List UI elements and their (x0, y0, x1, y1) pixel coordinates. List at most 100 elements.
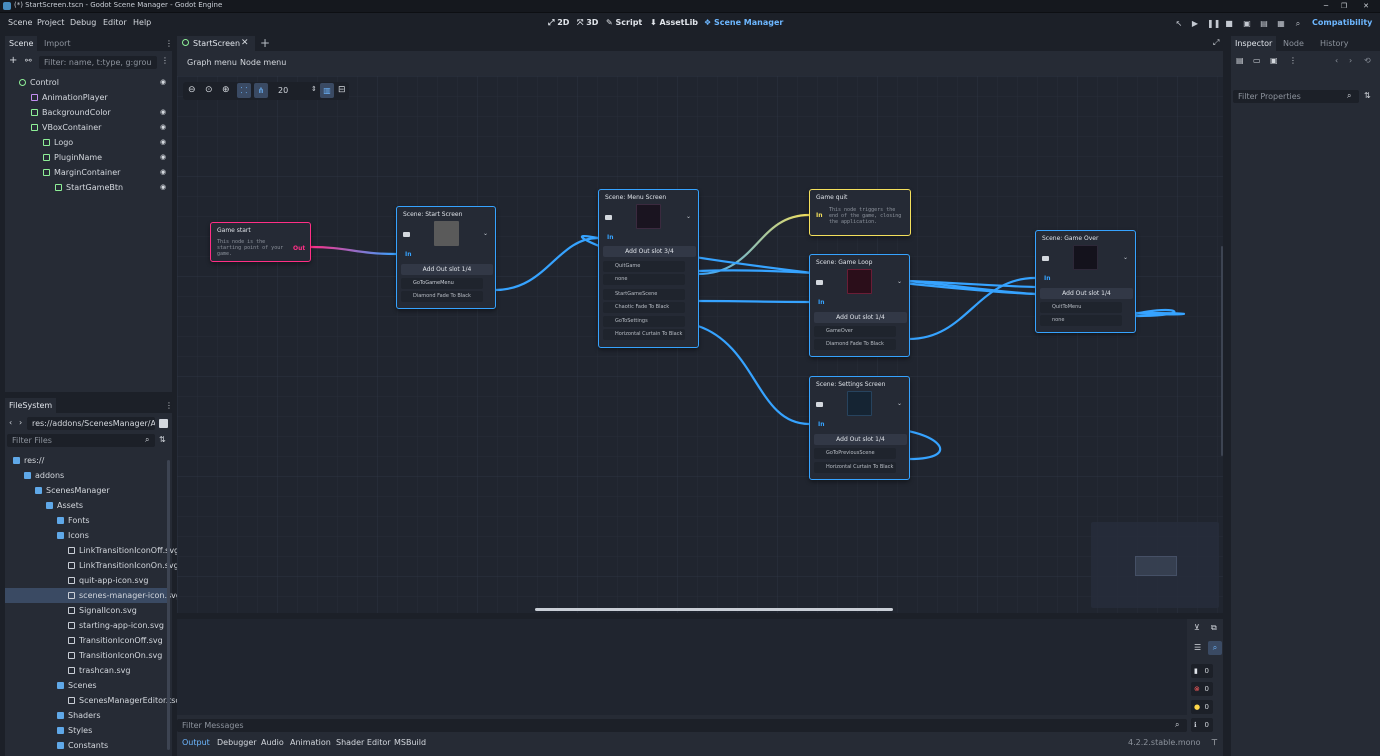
transition-select[interactable]: Chaotic Fade To Black (603, 302, 685, 313)
folder-item[interactable]: ScenesManager (5, 483, 167, 498)
object-history-icon[interactable]: ⟲ (1364, 56, 1371, 65)
zoom-in-icon[interactable]: ⊕ (222, 85, 230, 95)
tab-import[interactable]: Import (44, 39, 71, 48)
stop-icon[interactable]: ■ (1225, 19, 1233, 28)
graph-menu[interactable]: Graph menu (187, 58, 237, 67)
play-scene-icon[interactable]: ▣ (1243, 19, 1251, 28)
history-back-icon[interactable]: ‹ (1335, 56, 1339, 65)
folder-item[interactable]: Constants (5, 738, 167, 753)
arrange-icon[interactable]: ⊟ (338, 85, 346, 95)
file-item[interactable]: trashcan.svg (5, 663, 167, 678)
remote-debug-icon[interactable]: ↖ (1175, 19, 1183, 28)
file-item[interactable]: ScenesManagerEditor.tscn (5, 693, 185, 708)
folder-item[interactable]: Assets (5, 498, 167, 513)
new-resource-icon[interactable]: ▤ (1236, 56, 1244, 65)
signal-select[interactable]: GameOver (814, 326, 896, 337)
zoom-icon[interactable]: ⌕ (1295, 19, 1301, 28)
scene-tree-item[interactable]: BackgroundColor◉ (5, 105, 172, 120)
menu-editor[interactable]: Editor (103, 18, 127, 27)
add-out-slot-button[interactable]: Add Out slot 1/4 (814, 434, 907, 445)
tab-history[interactable]: History (1320, 39, 1349, 48)
add-out-slot-button[interactable]: Add Out slot 1/4 (401, 264, 493, 275)
add-out-slot-button[interactable]: Add Out slot 3/4 (603, 246, 696, 257)
bottom-tab-output[interactable]: Output (182, 738, 210, 747)
signal-select[interactable]: QuitToMenu (1040, 302, 1122, 313)
graph-edit[interactable]: ⊖ ⊙ ⊕ ⸬ ⋔ 20 ⇕ ▥ ⊟ Game start This node … (177, 76, 1223, 613)
minimap-toggle-icon[interactable]: ▥ (320, 83, 334, 98)
scene-tree-item[interactable]: StartGameBtn◉ (5, 180, 172, 195)
tab-scene[interactable]: Scene (5, 36, 38, 51)
snap-distance-input[interactable]: 20 (273, 84, 309, 97)
scene-dock-options-icon[interactable]: ⋮ (161, 56, 169, 65)
save-resource-icon[interactable]: ▣ (1270, 56, 1278, 65)
visibility-icon[interactable]: ◉ (159, 108, 167, 116)
workspace-3d[interactable]: ⤧ 3D (577, 18, 599, 27)
renderer-select[interactable]: Compatibility ▾ (1304, 14, 1374, 45)
zoom-out-icon[interactable]: ⊖ (188, 85, 196, 95)
message-count-badge[interactable]: ▮0 (1191, 664, 1213, 678)
link-icon[interactable]: ⚯ (25, 56, 32, 65)
workspace-scene-manager[interactable]: ❖ Scene Manager (704, 18, 784, 27)
menu-help[interactable]: Help (133, 18, 152, 27)
signal-select[interactable]: StartGameScene (603, 289, 685, 300)
copy-output-icon[interactable]: ⧉ (1211, 623, 1217, 632)
bottom-tab-debugger[interactable]: Debugger (217, 738, 257, 747)
new-tab-icon[interactable]: + (260, 36, 271, 50)
play-custom-icon[interactable]: ▤ (1260, 19, 1268, 28)
collapse-icon[interactable]: ⌄ (897, 278, 903, 285)
add-out-slot-button[interactable]: Add Out slot 1/4 (1040, 288, 1133, 299)
inspector-options-icon[interactable]: ⇅ (1364, 91, 1371, 100)
forward-icon[interactable]: › (19, 418, 23, 427)
back-icon[interactable]: ‹ (9, 418, 13, 427)
collapse-icon[interactable]: ⌄ (897, 400, 903, 407)
node-game-loop[interactable]: Scene: Game Loop ⌄ In Add Out slot 1/4 G… (809, 254, 910, 357)
scene-tree-item[interactable]: AnimationPlayer (5, 90, 172, 105)
node-settings-screen[interactable]: Scene: Settings Screen ⌄ In Add Out slot… (809, 376, 910, 480)
collapse-icon[interactable]: ⌄ (1123, 254, 1129, 261)
transition-select[interactable]: Diamond Fade To Black (401, 291, 483, 302)
tab-startscreen[interactable]: StartScreen ✕ (177, 36, 255, 51)
grid-icon[interactable]: ⋔ (254, 83, 268, 98)
visibility-icon[interactable]: ◉ (159, 78, 167, 86)
node-game-quit[interactable]: Game quit In This node triggers the end … (809, 189, 911, 236)
minimize-button[interactable]: ─ (1323, 2, 1329, 10)
file-item[interactable]: TransitionIconOn.svg (5, 648, 167, 663)
open-resource-icon[interactable]: ▭ (1253, 56, 1261, 65)
error-count-badge[interactable]: ⊗0 (1191, 682, 1213, 696)
transition-select[interactable]: Diamond Fade To Black (814, 339, 896, 350)
scene-tree-item[interactable]: Logo◉ (5, 135, 172, 150)
filter-messages-input[interactable]: Filter Messages (177, 719, 1187, 732)
graph-hscrollbar[interactable] (535, 608, 893, 611)
node-start-screen[interactable]: Scene: Start Screen ⌄ In Add Out slot 1/… (396, 206, 496, 309)
menu-project[interactable]: Project (37, 18, 65, 27)
search-toggle-icon[interactable]: ⌕ (1208, 641, 1222, 655)
pause-icon[interactable]: ❚❚ (1207, 19, 1221, 28)
signal-select[interactable]: QuitGame (603, 261, 685, 272)
file-item[interactable]: TransitionIconOff.svg (5, 633, 167, 648)
graph-minimap[interactable] (1091, 522, 1219, 608)
scene-filter-input[interactable]: Filter: name, t:type, g:grou (39, 56, 157, 69)
signal-select[interactable]: GoToSettings (603, 316, 685, 327)
sort-icon[interactable]: ⇅ (159, 435, 166, 444)
visibility-icon[interactable]: ◉ (159, 168, 167, 176)
snap-icon[interactable]: ⸬ (237, 83, 251, 98)
filter-toggle-icon[interactable]: ☰ (1194, 643, 1202, 652)
warning-count-badge[interactable]: ●0 (1191, 700, 1213, 714)
play-icon[interactable]: ▶ (1191, 19, 1199, 28)
transition-select[interactable]: Horizontal Curtain To Black (814, 462, 896, 473)
path-field[interactable]: res://addons/ScenesManager/Ass (27, 417, 155, 430)
file-item[interactable]: LinkTransitionIconOn.svg (5, 558, 179, 573)
bottom-tab-shader-editor[interactable]: Shader Editor (336, 738, 391, 747)
transition-select[interactable]: none (603, 274, 685, 285)
menu-debug[interactable]: Debug (70, 18, 97, 27)
workspace-assetlib[interactable]: ⬇ AssetLib (650, 18, 699, 27)
bottom-tab-audio[interactable]: Audio (261, 738, 284, 747)
node-game-start[interactable]: Game start This node is the starting poi… (210, 222, 311, 262)
maximize-button[interactable]: ❐ (1340, 2, 1348, 10)
folder-item[interactable]: res:// (5, 453, 167, 468)
file-item[interactable]: quit-app-icon.svg (5, 573, 167, 588)
file-item[interactable]: SignalIcon.svg (5, 603, 167, 618)
visibility-icon[interactable]: ◉ (159, 183, 167, 191)
dock-menu-icon[interactable]: ⋮ (165, 39, 173, 48)
